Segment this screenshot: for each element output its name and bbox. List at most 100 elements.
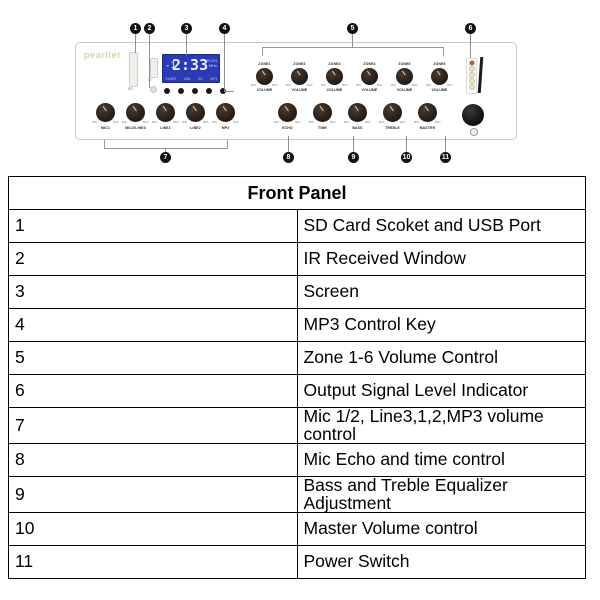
leader-line-2 — [149, 33, 150, 88]
table-row: 7 Mic 1/2, Line3,1,2,MP3 volume control — [8, 407, 586, 444]
row-index: 1 — [8, 209, 298, 243]
table-row: 6 Output Signal Level Indicator — [8, 374, 586, 408]
knob-min-line1: MIN — [152, 121, 157, 124]
knob-min-master: MIN — [414, 121, 419, 124]
knob-mic2-line3[interactable] — [126, 103, 145, 122]
knob-max-line2: MAX — [203, 121, 209, 124]
row-index: 9 — [8, 476, 298, 513]
row-index: 8 — [8, 443, 298, 477]
knob-max-zone6: MAX — [447, 84, 453, 87]
knob-max-time: MAX — [330, 121, 336, 124]
knob-max-treble: MAX — [400, 121, 406, 124]
knob-pointer — [331, 70, 336, 76]
knob-label-zone1: ZONE1 — [258, 62, 271, 66]
callout-6: 6 — [465, 23, 476, 34]
knob-pointer — [261, 70, 266, 76]
table-row: 9 Bass and Treble Equalizer Adjustment — [8, 476, 586, 513]
level-led-4 — [469, 84, 475, 90]
row-description: Zone 1-6 Volume Control — [296, 341, 586, 375]
knob-zone6-volume[interactable] — [431, 68, 448, 85]
knob-max-zone3: MAX — [342, 84, 348, 87]
callout-2: 2 — [144, 23, 155, 34]
callout-10: 10 — [401, 152, 412, 163]
knob-label-zone5: ZONE5 — [398, 62, 411, 66]
table-row: 4 MP3 Control Key — [8, 308, 586, 342]
mp3-button-next[interactable] — [192, 88, 198, 94]
knob-line2[interactable] — [186, 103, 205, 122]
knob-max-zone2: MAX — [307, 84, 313, 87]
callout-7-bracket — [104, 140, 228, 149]
knob-zone2-volume[interactable] — [291, 68, 308, 85]
knob-min-zone5: MIN — [391, 84, 396, 87]
brand-logo: pearller — [84, 50, 122, 60]
row-description: Master Volume control — [296, 512, 586, 546]
knob-time[interactable] — [313, 103, 332, 122]
table-row: 2 IR Received Window — [8, 242, 586, 276]
knob-max-zone1: MAX — [272, 84, 278, 87]
knob-mic1[interactable] — [96, 103, 115, 122]
ir-receiver-dot — [150, 86, 157, 93]
knob-label-mic1: MIC1 — [101, 126, 110, 130]
lcd-tag-mp3: MP3 — [210, 77, 217, 81]
lcd-tag-sd: SD — [198, 77, 203, 81]
knob-zone5-volume[interactable] — [396, 68, 413, 85]
leader-line-1 — [135, 33, 136, 53]
row-description: Bass and Treble Equalizer Adjustment — [296, 476, 586, 513]
knob-label-time: TIME — [318, 126, 327, 130]
row-index: 10 — [8, 512, 298, 546]
knob-label-echo: ECHO — [282, 126, 293, 130]
lcd-tag-usb: USB — [183, 77, 191, 81]
front-panel-reference-table: Front Panel 1 SD Card Scoket and USB Por… — [8, 176, 586, 579]
row-index: 6 — [8, 374, 298, 408]
knob-line1[interactable] — [156, 103, 175, 122]
power-switch[interactable] — [462, 104, 484, 126]
callout-4: 4 — [219, 23, 230, 34]
knob-pointer — [366, 70, 371, 76]
knob-caption-zone2-volume: VOLUME — [291, 88, 308, 92]
knob-label-zone3: ZONE3 — [328, 62, 341, 66]
knob-max-zone4: MAX — [377, 84, 383, 87]
callout-9: 9 — [348, 152, 359, 163]
mp3-button-stop[interactable] — [164, 88, 170, 94]
knob-max-master: MAX — [435, 121, 441, 124]
knob-pointer — [284, 106, 289, 112]
knob-pointer — [389, 106, 394, 112]
knob-treble[interactable] — [383, 103, 402, 122]
table-row: 1 SD Card Scoket and USB Port — [8, 209, 586, 243]
knob-label-mp3: MP3 — [221, 126, 230, 130]
leader-line-4 — [224, 33, 225, 91]
knob-zone1-volume[interactable] — [256, 68, 273, 85]
table-row: 5 Zone 1-6 Volume Control — [8, 341, 586, 375]
mp3-button-play-pause[interactable] — [206, 88, 212, 94]
lcd-tag-tuner: TUNER — [165, 77, 176, 81]
knob-zone3-volume[interactable] — [326, 68, 343, 85]
knob-label-zone4: ZONE4 — [363, 62, 376, 66]
knob-mp3[interactable] — [216, 103, 235, 122]
table-header-row: Front Panel — [8, 176, 586, 210]
knob-max-echo: MAX — [295, 121, 301, 124]
knob-min-zone6: MIN — [426, 84, 431, 87]
knob-min-line2: MIN — [182, 121, 187, 124]
level-led-1 — [469, 66, 475, 72]
level-led-2 — [469, 72, 475, 78]
knob-master[interactable] — [418, 103, 437, 122]
knob-zone4-volume[interactable] — [361, 68, 378, 85]
mp3-button-mode[interactable] — [220, 88, 226, 94]
knob-max-line1: MAX — [173, 121, 179, 124]
mp3-button-prev[interactable] — [178, 88, 184, 94]
leader-line-11 — [445, 136, 446, 152]
knob-label-treble: TREBLE — [385, 126, 400, 130]
lcd-unit: R-CH MHz — [207, 58, 217, 68]
knob-label-mic2-line3: MIC2/LINE3 — [125, 126, 146, 130]
knob-min-echo: MIN — [274, 121, 279, 124]
knob-min-mp3: MIN — [212, 121, 217, 124]
front-panel-diagram: pearller SD IR -1 2:33 R-CH MHz TUNER US… — [0, 0, 600, 172]
callout-5: 5 — [347, 23, 358, 34]
knob-echo[interactable] — [278, 103, 297, 122]
leader-line-4-h — [224, 91, 234, 92]
knob-pointer — [436, 70, 441, 76]
lcd-screen: -1 2:33 R-CH MHz TUNER USB SD MP3 — [162, 54, 220, 83]
knob-min-bass: MIN — [344, 121, 349, 124]
row-description: Output Signal Level Indicator — [296, 374, 586, 408]
knob-bass[interactable] — [348, 103, 367, 122]
